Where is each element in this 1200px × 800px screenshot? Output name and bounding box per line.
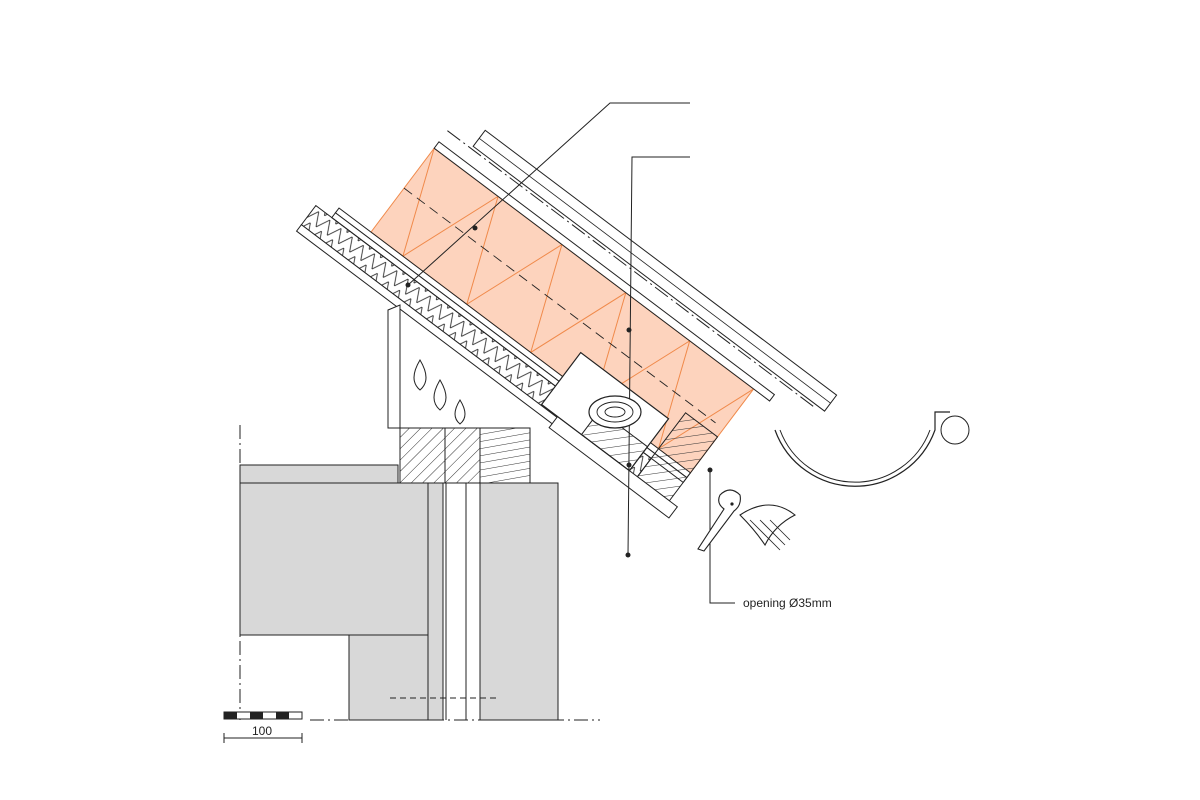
wall-top-block <box>239 464 399 484</box>
bird-icon <box>697 489 797 552</box>
wall-masonry <box>239 425 600 721</box>
scale-bar: 100 <box>223 711 303 743</box>
opening-annotation: opening Ø35mm <box>743 596 832 610</box>
scale-bar-label: 100 <box>252 724 272 738</box>
gutter <box>774 411 970 487</box>
eaves-blocking <box>387 304 466 429</box>
wall-inner-leaf <box>427 482 444 721</box>
wall-plate <box>399 427 531 484</box>
wall-upper-block <box>239 482 429 636</box>
nest-icon <box>588 395 642 429</box>
wall-lower-block <box>348 634 429 721</box>
wall-outer-leaf <box>479 482 559 721</box>
counter-batten <box>433 141 776 402</box>
nest-box-base <box>580 409 649 472</box>
